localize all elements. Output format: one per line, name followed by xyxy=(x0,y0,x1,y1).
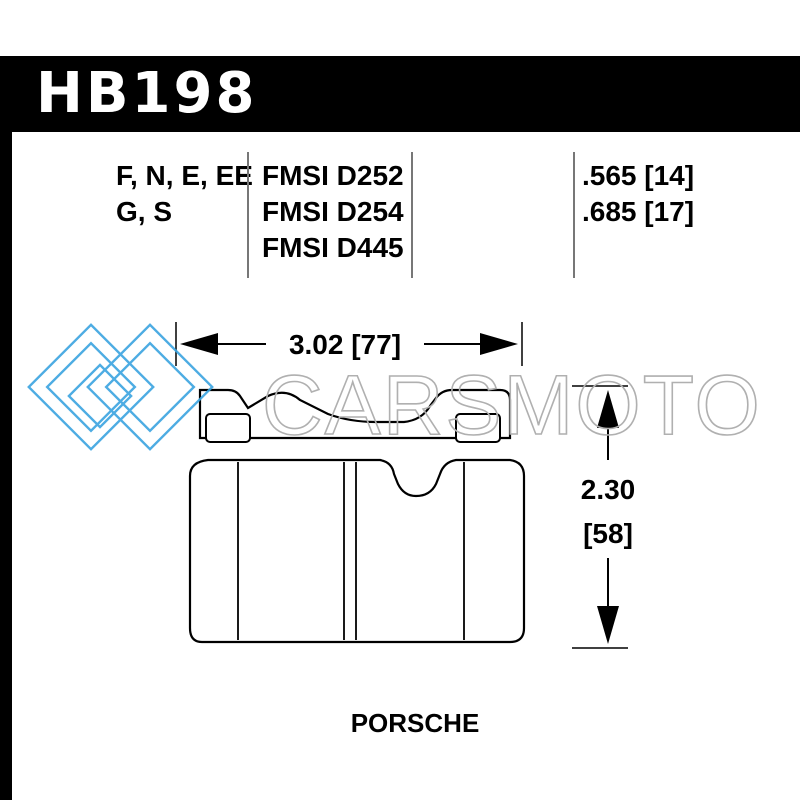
mounting-tab-right xyxy=(455,413,501,443)
column-divider xyxy=(411,152,413,278)
width-dimension xyxy=(175,322,523,366)
header-bar: HB198 xyxy=(0,56,800,132)
watermark-logo-icon xyxy=(27,323,214,451)
compound-list: F, N, E, EE G, S xyxy=(116,158,253,230)
compound-line: F, N, E, EE xyxy=(116,160,253,191)
thickness-line: .565 [14] xyxy=(582,160,695,191)
height-dimension xyxy=(572,385,628,649)
height-label-in: 2.30 xyxy=(581,474,636,505)
width-label: 3.02 [77] xyxy=(289,329,401,360)
arrowhead-down-icon xyxy=(597,606,619,644)
watermark-text: CARSMOTO xyxy=(262,358,762,452)
arrowhead-up-icon xyxy=(597,390,619,428)
arrowhead-left-icon xyxy=(180,333,218,355)
thickness-line: .685 [17] xyxy=(582,196,695,227)
fmsi-line: FMSI D445 xyxy=(262,232,404,263)
compound-line: G, S xyxy=(116,196,173,227)
fmsi-line: FMSI D252 xyxy=(262,160,404,191)
arrowhead-right-icon xyxy=(480,333,518,355)
backing-plate xyxy=(198,388,512,440)
vehicle-make: PORSCHE xyxy=(350,708,480,738)
fmsi-list: FMSI D252 FMSI D254 FMSI D445 xyxy=(262,158,404,266)
mounting-tab-left xyxy=(205,413,251,443)
fmsi-line: FMSI D254 xyxy=(262,196,404,227)
column-divider xyxy=(247,152,249,278)
friction-pad xyxy=(188,458,526,644)
column-divider xyxy=(573,152,575,278)
height-label-mm: [58] xyxy=(583,518,633,549)
left-border xyxy=(0,56,12,800)
thickness-list: .565 [14] .685 [17] xyxy=(582,158,694,230)
part-number: HB198 xyxy=(36,61,258,126)
